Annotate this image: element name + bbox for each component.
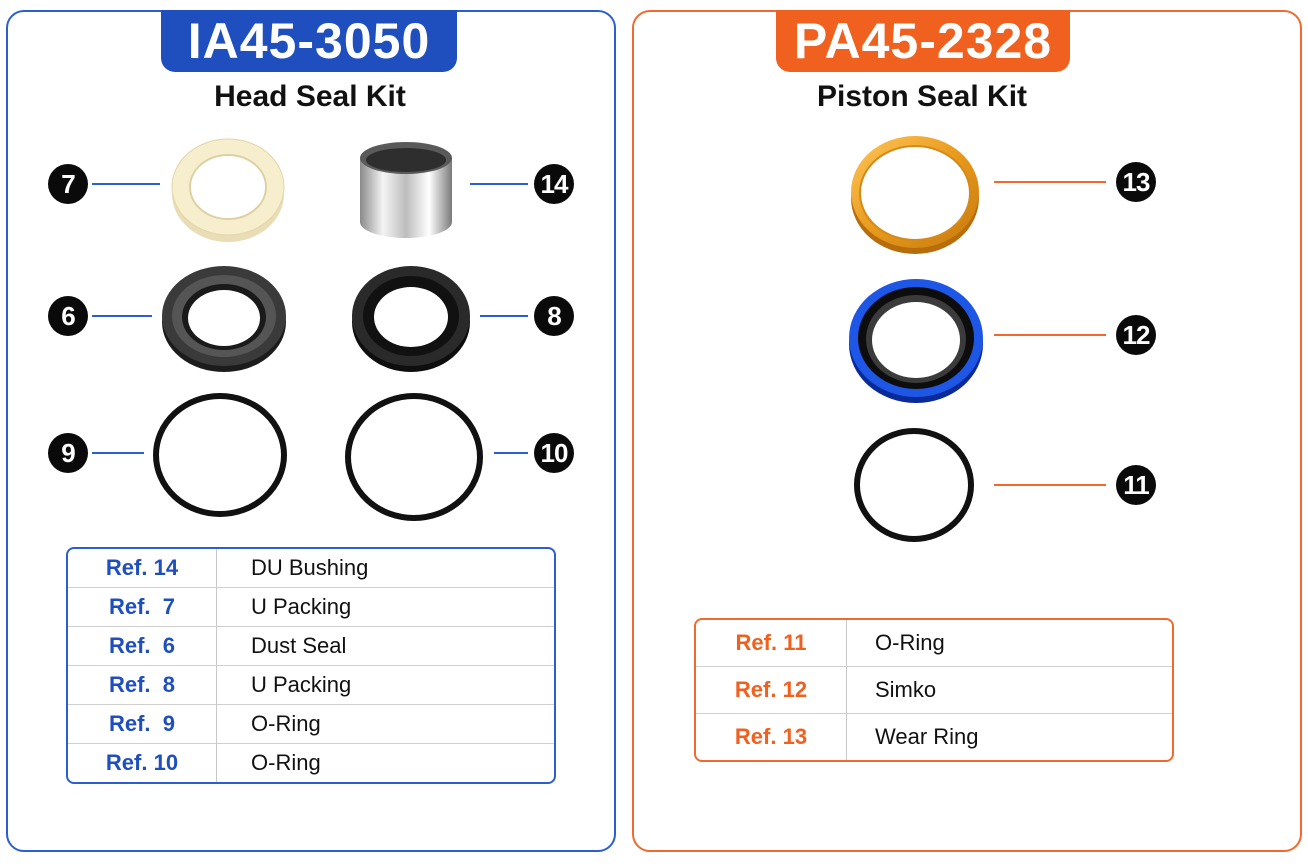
callout-14: 14 (534, 164, 574, 204)
callout-10: 10 (534, 433, 574, 473)
callout-12: 12 (1116, 315, 1156, 355)
wear-ring-icon (851, 136, 979, 254)
callout-11: 11 (1116, 465, 1156, 505)
description-cell: DU Bushing (251, 555, 369, 580)
table-row: Ref. 7 U Packing (68, 587, 554, 626)
ref-cell: Ref. 11 (696, 620, 847, 666)
ref-cell: Ref. 9 (68, 704, 217, 743)
o-ring-icon (854, 428, 974, 542)
leader-line (92, 452, 144, 454)
callout-8: 8 (534, 296, 574, 336)
ref-cell: Ref. 10 (68, 743, 217, 782)
piston-kit-part-number: PA45-2328 (776, 10, 1070, 72)
ref-cell: Ref. 7 (68, 587, 217, 626)
head-kit-part-number: IA45-3050 (161, 10, 457, 72)
description-cell: Wear Ring (847, 713, 1172, 760)
ref-cell: Ref. 8 (68, 665, 217, 704)
leader-line (494, 452, 528, 454)
callout-13: 13 (1116, 162, 1156, 202)
u-packing-seal-icon (352, 266, 470, 372)
description-cell: U Packing (217, 665, 554, 704)
leader-line (994, 484, 1106, 486)
description-cell: U Packing (217, 587, 554, 626)
table-row: Ref. 6 Dust Seal (68, 626, 554, 665)
callout-6: 6 (48, 296, 88, 336)
ref-cell: Ref. 12 (696, 666, 847, 713)
table-row: Ref. 14 DU Bushing (68, 549, 554, 587)
o-ring-icon (345, 393, 483, 521)
du-bushing-icon (360, 142, 452, 238)
leader-line (470, 183, 528, 185)
leader-line (994, 334, 1106, 336)
table-row: Ref. 11 O-Ring (696, 620, 1172, 666)
simko-seal-icon (849, 279, 983, 403)
description-cell: O-Ring (217, 704, 554, 743)
description-cell: Simko (847, 666, 1172, 713)
head-kit-title: Head Seal Kit (214, 80, 406, 113)
description-cell: O-Ring (217, 743, 554, 782)
dust-seal-icon (162, 266, 286, 372)
piston-kit-reference-table: Ref. 11 O-Ring Ref. 12 Simko Ref. 13 Wea… (694, 618, 1174, 762)
o-ring-icon (153, 393, 287, 517)
head-seal-kit-panel: IA45-3050 Head Seal Kit 7 14 6 (6, 10, 616, 852)
ref-cell: Ref. 13 (696, 713, 847, 760)
table-row: Ref. 12 Simko (696, 666, 1172, 713)
leader-line (92, 183, 160, 185)
table-row: Ref. 10 O-Ring (68, 743, 554, 782)
u-packing-ring-icon (171, 138, 285, 242)
callout-7: 7 (48, 164, 88, 204)
table-row: Ref. 13 Wear Ring (696, 713, 1172, 760)
description-cell: O-Ring (875, 630, 945, 655)
table-row: Ref. 8 U Packing (68, 665, 554, 704)
leader-line (480, 315, 528, 317)
leader-line (92, 315, 152, 317)
head-kit-reference-table: Ref. 14 DU Bushing Ref. 7 U Packing Ref.… (66, 547, 556, 784)
piston-kit-title: Piston Seal Kit (816, 80, 1028, 113)
description-cell: Dust Seal (217, 626, 554, 665)
ref-cell: Ref. 6 (68, 626, 217, 665)
leader-line (994, 181, 1106, 183)
table-row: Ref. 9 O-Ring (68, 704, 554, 743)
ref-cell: Ref. 14 (68, 549, 217, 587)
callout-9: 9 (48, 433, 88, 473)
piston-seal-kit-panel: PA45-2328 Piston Seal Kit 13 12 11 Ref. (632, 10, 1302, 852)
